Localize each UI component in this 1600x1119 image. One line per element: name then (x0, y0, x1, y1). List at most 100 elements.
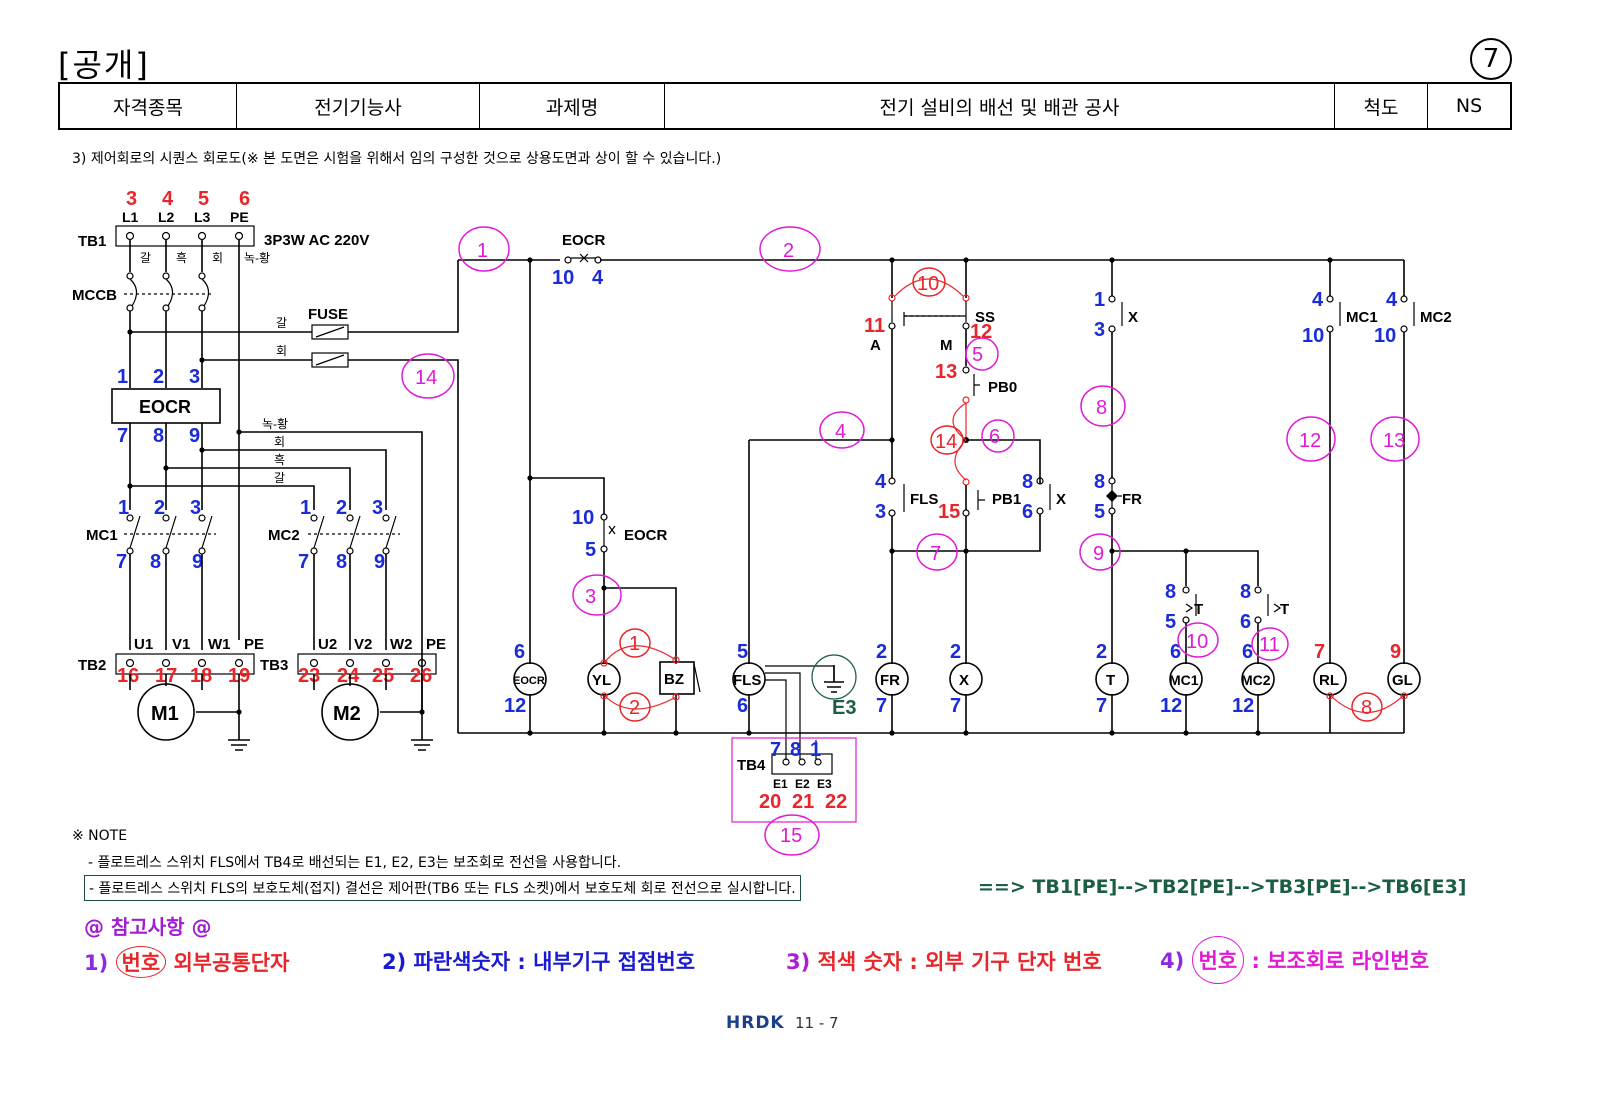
line-num-5: 5 (972, 344, 983, 366)
tb1-wire-color-3: 회 (212, 251, 223, 265)
tb1-term-l3: L3 (194, 209, 211, 225)
eocr-out-1: 7 (117, 425, 128, 447)
load-gl-top: 9 (1390, 641, 1401, 663)
ctrl-eocr-label: EOCR (562, 232, 606, 249)
tb1-term-pe: PE (230, 209, 249, 225)
ss-label: SS (975, 309, 995, 326)
reference-3-prefix: 3) (786, 950, 811, 974)
tb2-num-3: 18 (190, 665, 212, 687)
load-mc1-top: 6 (1170, 641, 1181, 663)
line-num-1: 1 (477, 240, 488, 262)
ground-e3-circle (811, 654, 857, 700)
tb4-num-22: 22 (825, 791, 847, 813)
line-num-15: 15 (780, 825, 802, 847)
tb1-spec: 3P3W AC 220V (264, 232, 369, 249)
bus-wire-3: 흑 (274, 453, 285, 467)
x-aux-pin-3: 3 (1094, 319, 1105, 341)
ext-circle-14: 14 (935, 431, 957, 453)
line-num-14: 14 (415, 367, 437, 389)
eocr-in-1: 1 (117, 366, 128, 388)
tb2-num-1: 16 (117, 665, 139, 687)
ext-circle-1: 1 (629, 633, 640, 655)
ss-pin-12: 12 (970, 321, 992, 343)
tb3-num-2: 24 (337, 665, 360, 687)
bus-wire-1: 녹-황 (262, 417, 288, 431)
mc1-in-1: 1 (118, 497, 129, 519)
tb1-num-3: 5 (198, 188, 209, 210)
load-x (949, 662, 983, 696)
ss-pos-a: A (870, 337, 881, 354)
tb3-label: TB3 (260, 657, 288, 674)
load-gl-label: GL (1392, 672, 1413, 689)
tb3-block (297, 653, 437, 675)
load-fls-bottom: 6 (737, 695, 748, 717)
line-num-9: 9 (1093, 543, 1104, 565)
tb4-term-e2: E2 (795, 777, 810, 791)
tb4-label: TB4 (737, 757, 766, 774)
note-line-2: - 플로트레스 스위치 FLS의 보호도체(접지) 결선은 제어판(TB6 또는… (89, 881, 796, 897)
page-number-circle: 7 (1470, 38, 1512, 80)
control-circuit: EOCR 10 4 10 5 EOCR 6 EOCR 12 YL BZ (458, 232, 1452, 823)
tb1-block (115, 225, 255, 247)
ctrl-eocr-pin-10: 10 (552, 267, 574, 289)
load-t-label: T (1106, 672, 1115, 689)
eocr-aux-pin-5: 5 (585, 539, 596, 561)
mc1-label: MC1 (86, 527, 118, 544)
pb0-pin-13: 13 (935, 361, 957, 383)
x-contact-label: X (1056, 491, 1066, 508)
tb4-pin-1: 1 (810, 739, 821, 761)
reference-1-circle: 번호 (115, 946, 167, 978)
t1-pin-8: 8 (1165, 581, 1176, 603)
mc2-aux-pin-4: 4 (1386, 289, 1398, 311)
load-mc1-label: MC1 (1169, 672, 1199, 688)
hrdk-logo: HRDK (726, 1013, 785, 1033)
load-t-top: 2 (1096, 641, 1107, 663)
task-value: 전기 설비의 배선 및 배관 공사 (664, 82, 1335, 130)
ground-icon (228, 739, 433, 751)
pb0-label: PB0 (988, 379, 1017, 396)
load-mc2 (1241, 662, 1275, 696)
mc1-out-2: 8 (150, 551, 161, 573)
load-fls-label: FLS (733, 672, 761, 689)
reference-title: @ 참고사항 @ (84, 915, 212, 939)
motor-m2-label: M2 (333, 703, 361, 725)
eocr-out-3: 9 (189, 425, 200, 447)
motor-m1-label: M1 (151, 703, 179, 725)
tb2-block (115, 653, 255, 675)
note-line-2-box: - 플로트레스 스위치 FLS의 보호도체(접지) 결선은 제어판(TB6 또는… (84, 875, 801, 901)
tb1-term-l1: L1 (122, 209, 139, 225)
mc2-out-3: 9 (374, 551, 385, 573)
ext-circle-2: 2 (629, 697, 640, 719)
load-fr-label: FR (880, 672, 900, 689)
line-num-3: 3 (585, 586, 596, 608)
line-num-10: 10 (1186, 631, 1208, 653)
load-mc1 (1169, 662, 1203, 696)
tb4-term-e1: E1 (773, 777, 788, 791)
reference-4-circle: 번호 (1191, 936, 1245, 984)
scale-label: 척도 (1334, 82, 1428, 130)
diagram-subtitle: 3) 제어회로의 시퀀스 회로도(※ 본 도면은 시험을 위해서 임의 구성한 … (72, 151, 722, 167)
tb2-u1: U1 (134, 636, 153, 653)
load-fls (732, 662, 766, 696)
reference-item-4: 4) 번호 : 보조회로 라인번호 (1160, 936, 1429, 984)
load-rl-top: 7 (1314, 641, 1325, 663)
ground-icon (824, 665, 844, 693)
reference-3-text: 적색 숫자 : 외부 기구 단자 번호 (817, 950, 1102, 974)
bus-wire-2: 회 (274, 435, 285, 449)
fuse-wire-2: 회 (276, 344, 287, 358)
x-aux-pin-1: 1 (1094, 289, 1105, 311)
load-fls-top: 5 (737, 641, 748, 663)
tb3-num-3: 25 (372, 665, 394, 687)
tb1-term-l2: L2 (158, 209, 175, 225)
mc2-aux-label: MC2 (1420, 309, 1452, 326)
load-fr (875, 662, 909, 696)
load-x-label: X (959, 672, 969, 689)
reference-item-2: 2) 파란색숫자 : 내부기구 접점번호 (382, 950, 696, 974)
pb1-label: PB1 (992, 491, 1021, 508)
line-num-8: 8 (1096, 397, 1107, 419)
x-pin-6: 6 (1022, 501, 1033, 523)
line-num-12: 12 (1299, 430, 1321, 452)
line-num-2: 2 (783, 240, 794, 262)
mc1-in-2: 2 (154, 497, 165, 519)
t2-pin-6: 6 (1240, 611, 1251, 633)
